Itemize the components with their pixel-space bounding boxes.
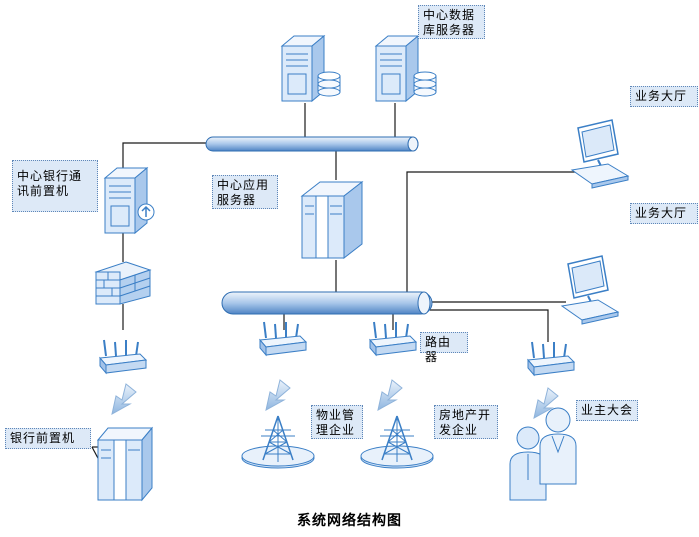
database-icon [317,71,341,97]
router-icon [527,341,575,376]
app-server [300,180,364,260]
router-icon [99,339,147,374]
database-icon [413,71,437,97]
workstation-icon [561,255,619,325]
diagram-caption: 系统网络结构图 [297,513,402,529]
server-icon [104,167,148,234]
label-router: 路由器 [420,332,468,364]
data-server-2 [375,35,437,102]
arrow-icon [265,379,291,411]
label-app-server: 中心应用 服务器 [212,175,278,209]
label-property: 物业管 理企业 [311,405,363,439]
label-data-server: 中心数据 库服务器 [418,5,485,39]
label-owners: 业主大会 [576,400,638,421]
tower-icon [241,415,315,469]
router-icon [259,321,307,356]
firewall-icon [94,261,152,305]
arrow-icon [377,379,403,411]
bank-front-server [96,426,154,502]
label-developer: 房地产开 发企业 [434,405,498,439]
workstation-icon [571,119,629,189]
label-hall-2: 业务大厅 [630,203,698,224]
server-icon [375,35,419,102]
arrow-icon [111,383,137,415]
people-icon [509,407,577,501]
label-hall-1: 业务大厅 [630,86,698,107]
label-bank-front: 银行前置机 [5,428,91,449]
lower-bus [221,291,433,315]
bank-comm-server [104,167,155,234]
data-server-1 [281,35,341,102]
label-bank-comm: 中心银行通 讯前置机 [12,160,98,212]
upper-bus [205,136,419,152]
tower-icon [360,415,434,469]
